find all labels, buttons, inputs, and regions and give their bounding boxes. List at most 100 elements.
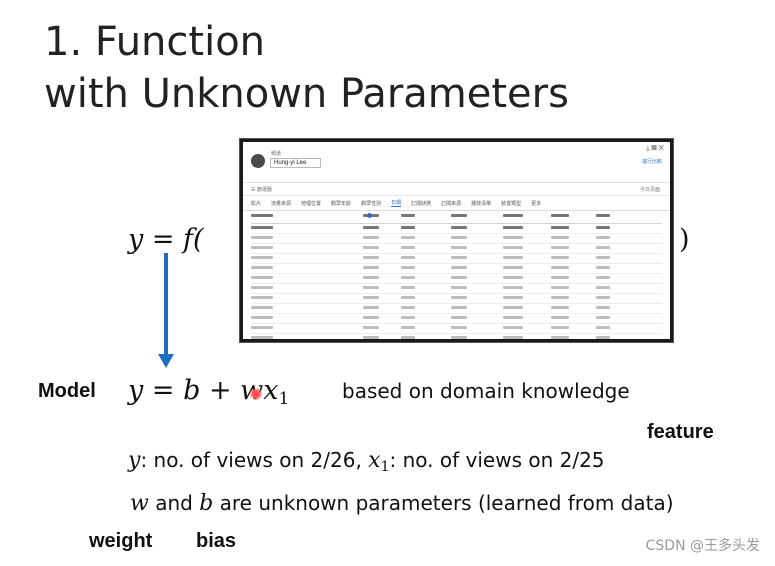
channel-avatar: [251, 154, 265, 168]
table-cell: [251, 214, 273, 217]
table-cell: [551, 226, 569, 229]
table-cell: [363, 226, 379, 229]
def-b: b: [199, 491, 214, 516]
filter-label: ☰ 篩選器: [251, 187, 272, 193]
screenshot-tab: 訂閱狀態: [411, 200, 432, 207]
model-x-subscript: 1: [278, 389, 290, 409]
laser-pointer: [250, 388, 262, 400]
table-cell: [596, 316, 610, 319]
screenshot-tab: 訂閱來源: [441, 200, 462, 207]
table-cell: [363, 236, 379, 239]
table-cell: [363, 336, 379, 339]
table-cell: [596, 306, 610, 309]
table-cell: [401, 246, 415, 249]
def-params-text: are unknown parameters (learned from dat…: [213, 491, 674, 515]
table-cell: [363, 286, 379, 289]
table-cell: [503, 236, 523, 239]
table-cell: [503, 266, 523, 269]
def-y: y: [128, 448, 141, 473]
table-row: [251, 284, 662, 294]
table-cell: [401, 214, 415, 217]
table-cell: [596, 246, 610, 249]
channel-caption: 頻道: [271, 151, 282, 157]
down-arrow-shaft: [164, 253, 168, 357]
table-cell: [503, 256, 523, 259]
date-range-label: 今日頁面: [639, 187, 660, 193]
table-cell: [596, 276, 610, 279]
screenshot-tab: 更多: [531, 200, 542, 207]
screenshot-tab: 觀眾性別: [361, 200, 382, 207]
table-cell: [363, 306, 379, 309]
function-equation-rparen: ): [679, 224, 690, 255]
table-cell: [451, 226, 467, 229]
model-label: Model: [38, 380, 96, 402]
table-cell: [451, 336, 467, 339]
table-cell: [251, 286, 273, 289]
domain-knowledge-note: based on domain knowledge: [342, 379, 630, 403]
table-cell: [451, 266, 467, 269]
def-w: w: [130, 491, 149, 516]
table-cell: [551, 236, 569, 239]
model-equals: =: [143, 375, 184, 406]
table-cell: [451, 316, 467, 319]
window-controls-icon: ⤓ ▦ ✕: [646, 145, 664, 152]
table-cell: [451, 236, 467, 239]
feature-label: feature: [647, 421, 714, 443]
table-cell: [451, 256, 467, 259]
table-cell: [401, 236, 415, 239]
table-cell: [596, 296, 610, 299]
table-cell: [451, 296, 467, 299]
table-cell: [503, 296, 523, 299]
table-cell: [451, 286, 467, 289]
def-x-subscript: 1: [380, 459, 390, 475]
model-plus: +: [200, 375, 241, 406]
screenshot-tab: 播放清單: [471, 200, 492, 207]
table-cell: [503, 246, 523, 249]
table-cell: [401, 256, 415, 259]
screenshot-tab: 影片: [251, 200, 262, 207]
table-cell: [503, 336, 523, 339]
table-cell: [503, 286, 523, 289]
model-equation: y = b + wx1: [128, 377, 289, 408]
table-cell: [363, 326, 379, 329]
function-equation-lhs: y = f(: [128, 224, 204, 255]
info-icon: [367, 213, 372, 218]
table-cell: [596, 236, 610, 239]
table-cell: [596, 336, 610, 339]
screenshot-header: 頻道 Hung-yi Lee ⤓ ▦ ✕ 進行比較: [243, 142, 670, 183]
table-cell: [551, 246, 569, 249]
table-cell: [363, 296, 379, 299]
table-cell: [551, 286, 569, 289]
table-cell: [251, 226, 273, 229]
table-cell: [401, 266, 415, 269]
table-cell: [363, 276, 379, 279]
model-x: x: [263, 375, 279, 406]
table-cell: [551, 316, 569, 319]
weight-label: weight: [89, 530, 153, 552]
def-x-text: : no. of views on 2/25: [389, 448, 605, 472]
screenshot-table: [251, 212, 662, 339]
table-cell: [596, 226, 610, 229]
table-row: [251, 224, 662, 234]
table-cell: [503, 316, 523, 319]
table-cell: [251, 276, 273, 279]
table-cell: [503, 326, 523, 329]
table-cell: [551, 214, 569, 217]
table-cell: [551, 296, 569, 299]
filter-row: ☰ 篩選器 今日頁面: [243, 183, 670, 196]
table-cell: [503, 276, 523, 279]
table-cell: [596, 256, 610, 259]
table-row: [251, 304, 662, 314]
table-cell: [251, 256, 273, 259]
table-cell: [596, 214, 610, 217]
table-cell: [251, 246, 273, 249]
table-cell: [251, 336, 273, 339]
down-arrow-icon: [158, 354, 174, 368]
bias-label: bias: [196, 530, 237, 552]
table-cell: [503, 306, 523, 309]
table-cell: [596, 326, 610, 329]
screenshot-tab: 流量來源: [271, 200, 292, 207]
table-cell: [596, 266, 610, 269]
table-cell: [251, 316, 273, 319]
table-cell: [401, 296, 415, 299]
